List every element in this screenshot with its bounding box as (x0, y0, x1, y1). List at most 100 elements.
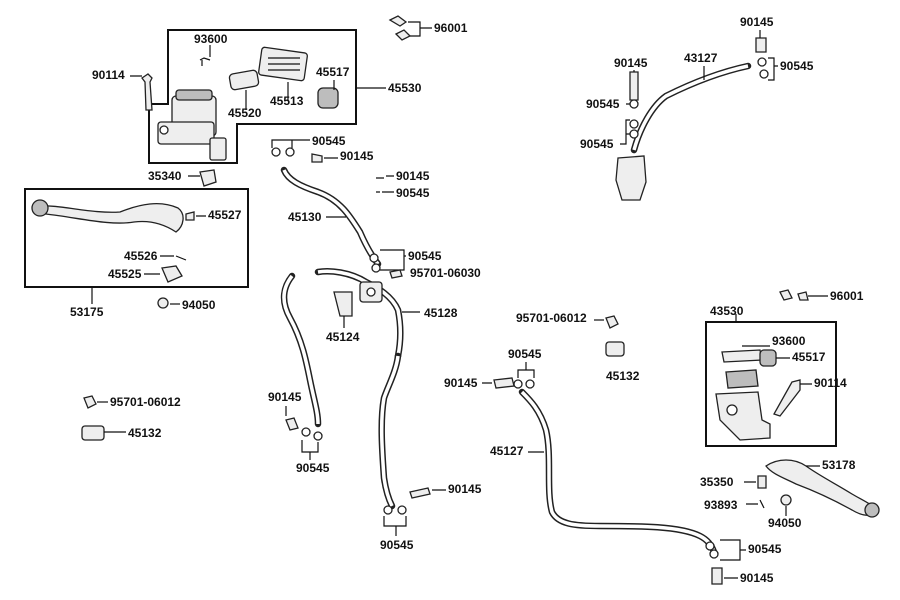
hose-left-long-leaders (285, 406, 319, 460)
screw-95701-06012-left (83, 395, 97, 409)
bolt-90145-tr2 (629, 71, 639, 101)
clamp-45132-mid (605, 341, 625, 357)
washer-h2 (709, 549, 719, 559)
label-90545-a: 90545 (312, 134, 346, 148)
hose-45127-end-leaders (720, 539, 746, 579)
label-45132-mid: 45132 (606, 369, 640, 383)
label-90545-tr2: 90545 (586, 97, 620, 111)
screw-95701-06012-mid (605, 315, 619, 329)
label-90545-tr1: 90545 (780, 59, 814, 73)
label-35350: 35350 (700, 475, 734, 489)
left-reservoir-cap (175, 89, 213, 101)
label-90545-tr3: 90545 (580, 137, 614, 151)
lever-53178-knob (864, 502, 880, 518)
washer-c2 (371, 263, 381, 273)
hose-45127-group: 90145 90545 45127 90545 90145 (444, 347, 782, 585)
label-94050-right: 94050 (768, 516, 802, 530)
label-45128: 45128 (424, 306, 458, 320)
label-43530: 43530 (710, 304, 744, 318)
washer-tr4 (629, 119, 639, 129)
bolt-90145-c (285, 417, 299, 431)
left-group-leaders (130, 45, 386, 177)
hose-45130-group: 90545 90145 90145 90545 45130 90545 9570… (271, 134, 481, 280)
extra-labels: 90545 90145 (740, 542, 782, 585)
switch-45517-right (759, 349, 777, 367)
cover-45520 (228, 69, 260, 91)
top-right-leaders (620, 30, 778, 145)
label-90545-b: 90545 (396, 186, 430, 200)
label-90545-e: 90545 (380, 538, 414, 552)
switch-45517-left (317, 87, 339, 109)
splitter-group: 45124 45128 (314, 268, 458, 360)
label-45525: 45525 (108, 267, 142, 281)
label-45513: 45513 (270, 94, 304, 108)
label-90145-e: 90145 (444, 376, 478, 390)
bolts-96001-right (779, 289, 809, 301)
washer-e1 (383, 505, 393, 515)
label-90145-c: 90145 (268, 390, 302, 404)
washer-tr3 (629, 99, 639, 109)
left-master-cylinder-box (148, 29, 357, 164)
bolt-90145-d (409, 487, 431, 499)
label-45530: 45530 (388, 81, 422, 95)
washer-h1 (705, 541, 715, 551)
washer-tr5 (629, 129, 639, 139)
label-90114-left: 90114 (92, 68, 125, 82)
nut-94050-left (157, 297, 169, 309)
right-lever-group: 53178 35350 93893 94050 (700, 458, 880, 530)
top-right-group: 90145 43127 90545 90145 90545 90545 (580, 15, 814, 201)
label-93600-left: 93600 (194, 32, 228, 46)
bracket-45124 (333, 291, 353, 317)
right-master-cylinder-box (705, 321, 837, 447)
label-94050-left: 94050 (182, 298, 216, 312)
left-lever-group: 45527 45526 45525 53175 94050 (24, 188, 249, 319)
lever-53175-knob (31, 199, 49, 217)
label-45130: 45130 (288, 210, 322, 224)
nut-94050-right (780, 494, 792, 506)
label-95701-06012-left: 95701-06012 (110, 395, 181, 409)
washer-c1 (369, 253, 379, 263)
hose-left-long: 90145 90545 (268, 272, 330, 475)
right-master-cylinder-group: 96001 43530 93600 45517 90114 (705, 289, 864, 447)
bolt-90114-right (773, 379, 801, 417)
cylinder-body-right (715, 391, 771, 441)
label-90545-c: 90545 (408, 249, 442, 263)
leader-96001-top (408, 21, 432, 37)
hose-right-long: 90145 90545 (378, 352, 482, 552)
leader-90545-c (380, 249, 406, 271)
label-95701-06030: 95701-06030 (410, 266, 481, 280)
label-90145-tr2: 90145 (614, 56, 648, 70)
pin-93893 (759, 499, 765, 509)
label-43127: 43127 (684, 51, 718, 65)
label-90145-tr1: 90145 (740, 15, 774, 29)
left-cylinder-port (159, 125, 169, 135)
washer-f2 (525, 379, 535, 389)
bolt-90145-g (711, 567, 723, 585)
washer-tr1 (757, 57, 767, 67)
washer-tr2 (759, 69, 769, 79)
label-90545-g: 90545 (748, 542, 782, 556)
label-45127: 45127 (490, 444, 524, 458)
lever-53178 (765, 459, 877, 516)
label-45520: 45520 (228, 106, 262, 120)
left-lever-box (24, 188, 249, 288)
diaphragm-right (721, 349, 763, 363)
bolt-90145-tr1 (755, 37, 767, 53)
washer-e2 (397, 505, 407, 515)
washer-a2 (285, 147, 295, 157)
label-90145-b: 90145 (396, 169, 430, 183)
bolt-90114-left (141, 73, 153, 111)
screw-93600-left (199, 57, 211, 66)
label-90545-d: 90545 (296, 461, 330, 475)
label-90545-h: 90545 (748, 542, 782, 556)
label-53175: 53175 (70, 305, 104, 319)
label-90145-f: 90145 (740, 571, 774, 585)
label-93893: 93893 (704, 498, 738, 512)
label-90145-g: 90145 (740, 571, 774, 585)
label-93600-right: 93600 (772, 334, 806, 348)
small-90145-90545 (376, 177, 384, 193)
label-96001-right: 96001 (830, 289, 864, 303)
cylinder-port-right (726, 404, 738, 416)
diaphragm-ribs (268, 57, 300, 71)
